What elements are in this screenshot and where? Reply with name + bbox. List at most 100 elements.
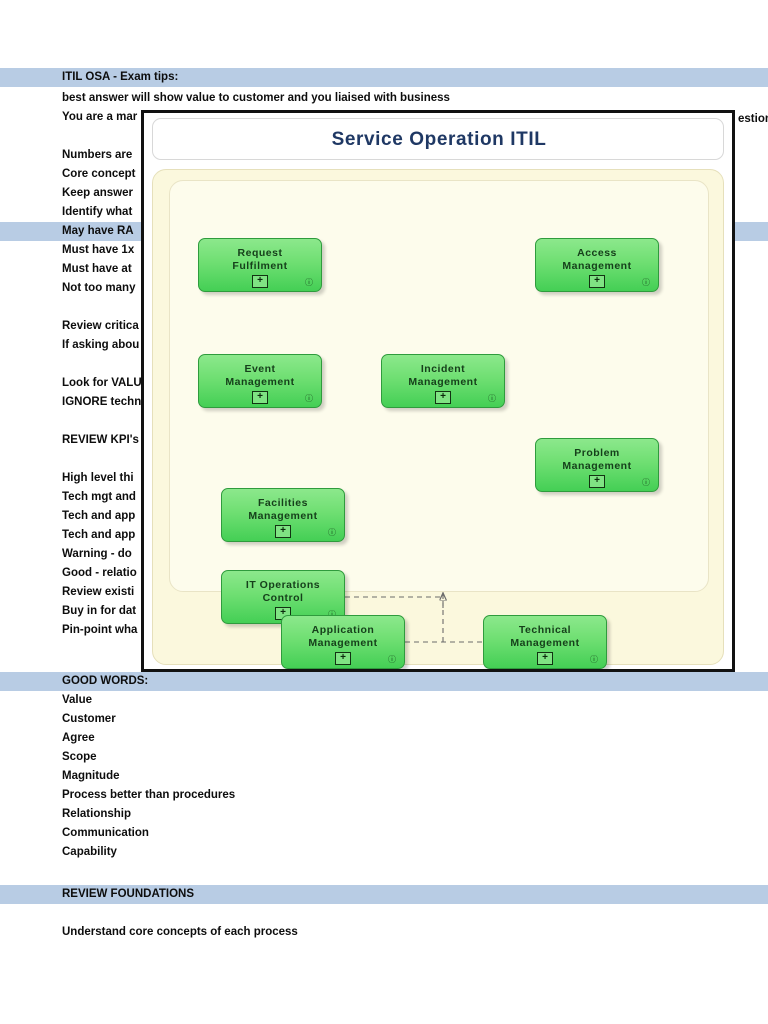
row-label: Keep answer xyxy=(62,187,133,199)
text-row: Must have at xyxy=(0,260,768,279)
info-marker-icon: ⓘ xyxy=(388,655,396,664)
info-marker-icon: ⓘ xyxy=(642,478,650,487)
expand-plus-icon[interactable]: + xyxy=(589,475,605,488)
text-row: Capability xyxy=(0,843,768,862)
text-row: High level thi xyxy=(0,469,768,488)
node-label-line1: Request xyxy=(237,247,283,259)
text-row: Must have 1x xyxy=(0,241,768,260)
info-marker-icon: ⓘ xyxy=(305,394,313,403)
expand-plus-icon[interactable]: + xyxy=(537,652,553,665)
node-label-line2: Management xyxy=(225,376,295,388)
row-label: best answer will show value to customer … xyxy=(62,92,450,104)
row-label: Customer xyxy=(62,713,116,725)
row-label: IGNORE techn xyxy=(62,396,142,408)
text-row: Tech and app xyxy=(0,507,768,526)
row-label: Warning - do xyxy=(62,548,132,560)
row-label: Process better than procedures xyxy=(62,789,236,801)
row-label: Value xyxy=(62,694,93,706)
node-label-line2: Management xyxy=(510,637,580,649)
text-row: Relationship xyxy=(0,805,768,824)
node-label-line1: Facilities xyxy=(258,497,308,509)
row-label: Good - relatio xyxy=(62,567,137,579)
row-label: May have RA xyxy=(62,225,134,237)
info-marker-icon: ⓘ xyxy=(328,528,336,537)
node-label-line1: Problem xyxy=(574,447,620,459)
text-row: Tech mgt and xyxy=(0,488,768,507)
row-label: REVIEW FOUNDATIONS xyxy=(62,888,195,900)
text-row: Value xyxy=(0,691,768,710)
text-row: If asking abou xyxy=(0,336,768,355)
row-label: GOOD WORDS: xyxy=(62,675,149,687)
info-marker-icon: ⓘ xyxy=(590,655,598,664)
text-row xyxy=(0,904,768,923)
text-row: Process better than procedures xyxy=(0,786,768,805)
row-label: High level thi xyxy=(62,472,134,484)
section-header-row: GOOD WORDS: xyxy=(0,672,768,691)
row-label: Identify what xyxy=(62,206,133,218)
clipped-right-text: estion xyxy=(738,113,768,125)
text-row: Keep answer xyxy=(0,184,768,203)
expand-plus-icon[interactable]: + xyxy=(335,652,351,665)
expand-plus-icon[interactable]: + xyxy=(589,275,605,288)
text-row: Look for VALU xyxy=(0,374,768,393)
row-label: Tech and app xyxy=(62,510,136,522)
text-row: Review critica xyxy=(0,317,768,336)
text-row: Warning - do xyxy=(0,545,768,564)
row-label: Not too many xyxy=(62,282,136,294)
row-label: Scope xyxy=(62,751,97,763)
node-label-line2: Management xyxy=(562,460,632,472)
node-label-line1: Application xyxy=(311,624,375,636)
row-label: Numbers are xyxy=(62,149,133,161)
text-row: Tech and app xyxy=(0,526,768,545)
row-label: Review critica xyxy=(62,320,139,332)
diagram-title: Service Operation ITIL xyxy=(331,129,547,150)
text-row: Magnitude xyxy=(0,767,768,786)
text-row: Pin-point wha xyxy=(0,621,768,640)
expand-plus-icon[interactable]: + xyxy=(252,391,268,404)
section-header-row: REVIEW FOUNDATIONS xyxy=(0,885,768,904)
node-label-line1: Technical xyxy=(518,624,572,636)
row-label: Core concept xyxy=(62,168,136,180)
row-label: Buy in for dat xyxy=(62,605,137,617)
expand-plus-icon[interactable]: + xyxy=(252,275,268,288)
row-label: Understand core concepts of each process xyxy=(62,926,298,938)
text-row: Communication xyxy=(0,824,768,843)
node-label-line1: IT Operations xyxy=(245,579,321,591)
row-label: Tech mgt and xyxy=(62,491,136,503)
text-row: Buy in for dat xyxy=(0,602,768,621)
node-label-line1: Access xyxy=(577,247,617,259)
node-label-line1: Event xyxy=(244,363,276,375)
text-row: You are a mar xyxy=(0,108,768,127)
node-label-line2: Management xyxy=(248,510,318,522)
row-label: Tech and app xyxy=(62,529,136,541)
row-label: Relationship xyxy=(62,808,132,820)
text-row: Identify what xyxy=(0,203,768,222)
text-row: Not too many xyxy=(0,279,768,298)
row-label: Agree xyxy=(62,732,95,744)
row-label: Look for VALU xyxy=(62,377,142,389)
expand-plus-icon[interactable]: + xyxy=(435,391,451,404)
diagram-title-box: Service Operation ITIL xyxy=(152,118,724,160)
text-row: Core concept xyxy=(0,165,768,184)
row-label: You are a mar xyxy=(62,111,138,123)
row-label: REVIEW KPI's xyxy=(62,434,139,446)
row-label: If asking abou xyxy=(62,339,140,351)
text-row: Scope xyxy=(0,748,768,767)
expand-plus-icon[interactable]: + xyxy=(275,525,291,538)
section-header-row: ITIL OSA - Exam tips: xyxy=(0,68,768,87)
